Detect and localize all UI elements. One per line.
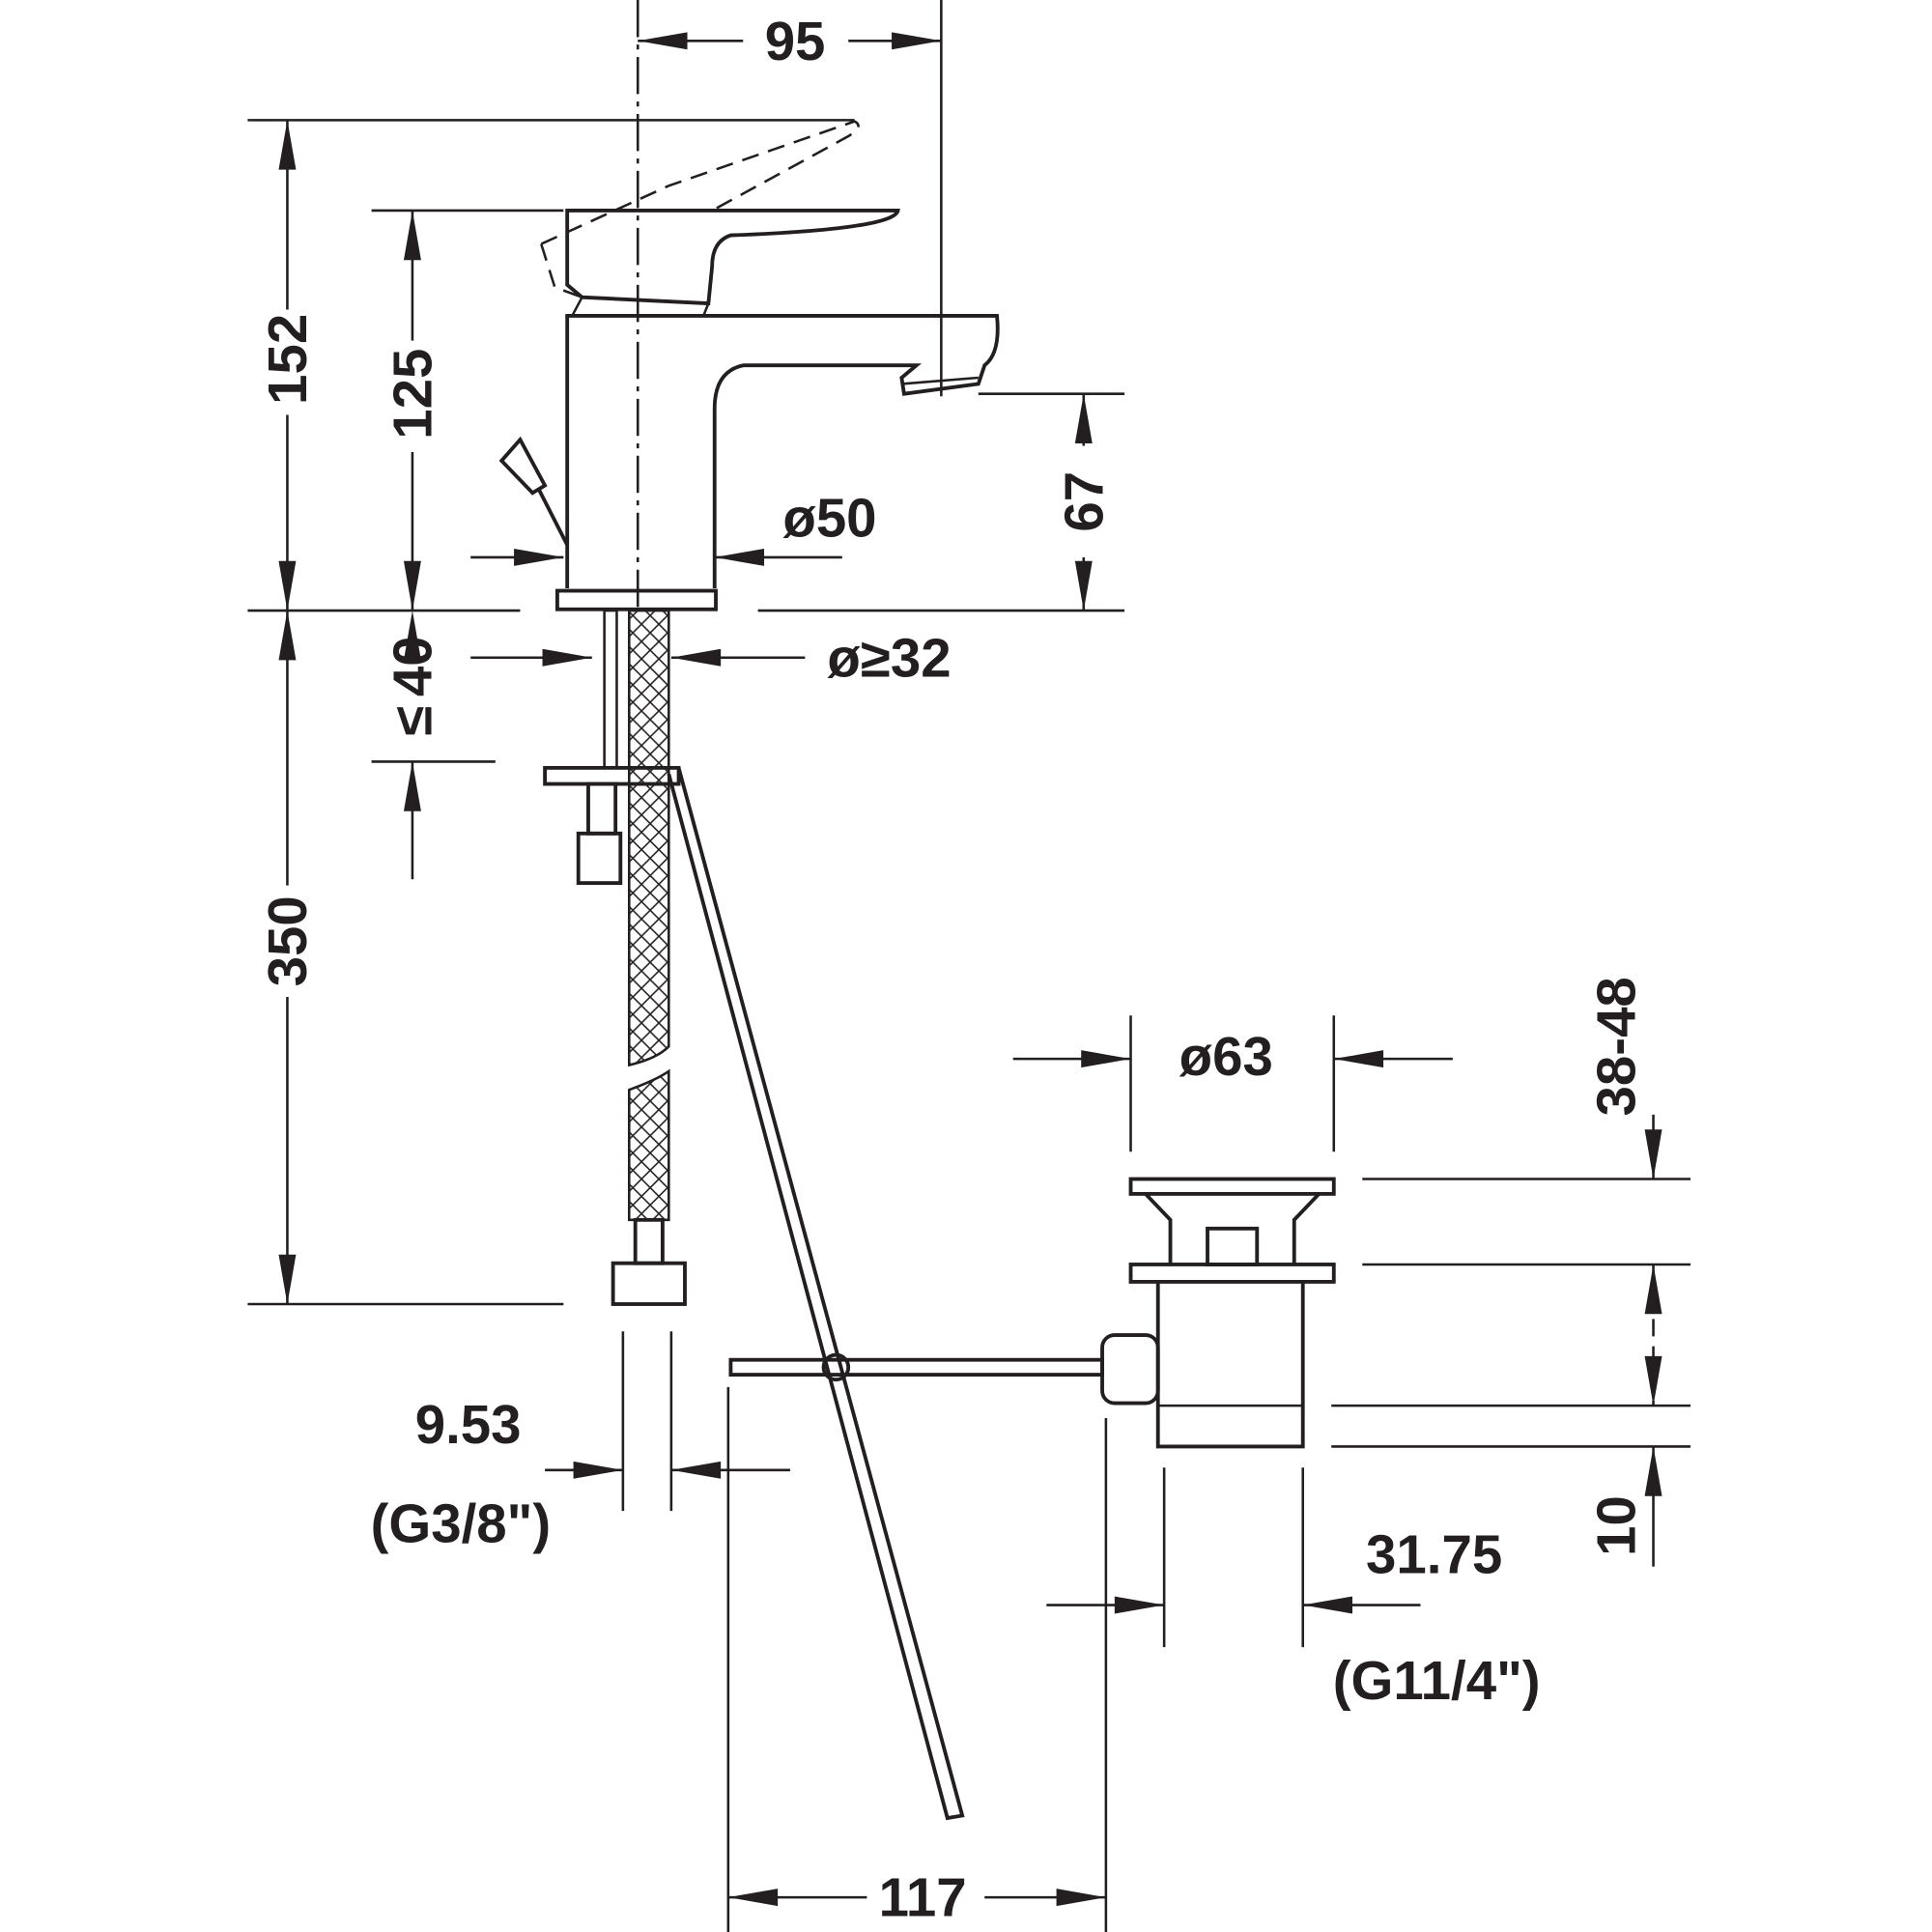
dim-basin-thickness: 38-48 [1586,977,1647,1116]
supply-hoses [543,609,687,1306]
dim-hose-thread: (G3/8") [371,1492,552,1553]
dim-deck-thickness-prefix: ≤ [382,706,442,736]
dim-hose-length: 350 [257,895,318,986]
dim-waste-offset: 10 [1586,1495,1647,1556]
dim-hole-diameter: ø≥32 [827,627,951,688]
extension-lines [247,0,1691,1932]
dim-body-height: 125 [382,349,442,440]
dim-waste-outlet: 31.75 [1366,1523,1502,1584]
dim-waste-thread: (G11/4") [1333,1650,1541,1711]
dim-waste-diameter: ø63 [1179,1026,1273,1087]
dim-spout-reach: 95 [765,11,826,71]
faucet-lever [565,209,900,317]
faucet-body [555,314,1000,611]
dim-spout-height: 67 [1053,471,1114,532]
dim-body-diameter: ø50 [782,487,876,548]
dim-hose-connection: 9.53 [415,1394,522,1455]
dim-rod-distance: 117 [879,1867,967,1928]
pop-up-waste [1100,1177,1336,1449]
dim-total-height: 152 [257,314,318,405]
dim-deck-thickness: 40 [382,636,442,696]
faucet-lever-raised [540,120,860,298]
popup-knob [498,436,569,546]
popup-rod [667,767,1104,1821]
dimension-lines [278,32,1662,1907]
